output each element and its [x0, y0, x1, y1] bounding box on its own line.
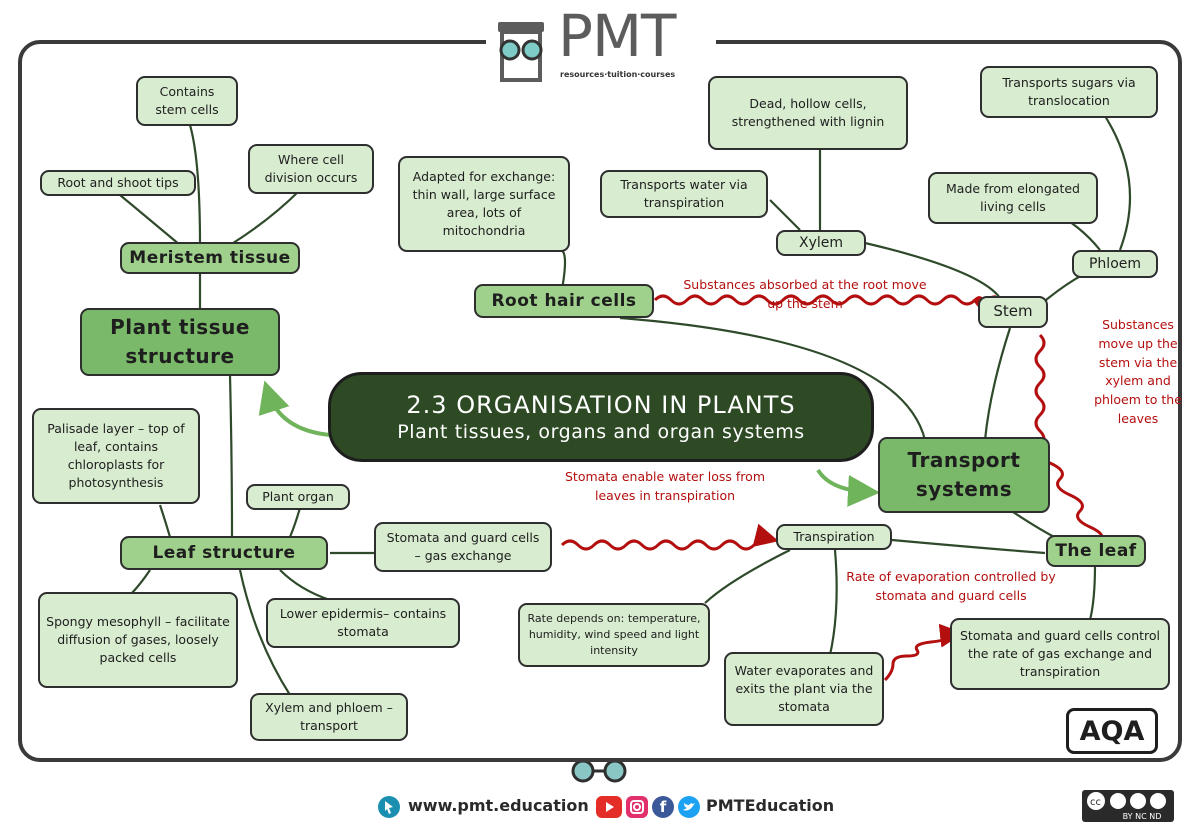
phloem-node: Phloem: [1072, 250, 1158, 278]
leaf-structure-note: Spongy mesophyll – facilitate diffusion …: [38, 592, 238, 688]
cursor-icon: [378, 796, 400, 818]
svg-text:cc: cc: [1090, 797, 1101, 808]
central-title: 2.3 ORGANISATION IN PLANTS: [406, 391, 796, 419]
exam-board-badge: AQA: [1066, 708, 1158, 754]
leaf-structure-node: Leaf structure: [120, 536, 328, 570]
facebook-icon[interactable]: f: [652, 796, 674, 818]
leaf-structure-note: Stomata and guard cells – gas exchange: [374, 522, 552, 572]
xylem-note: Dead, hollow cells, strengthened with li…: [708, 76, 908, 150]
plant-tissue-structure-node: Plant tissue structure: [80, 308, 280, 376]
website-link[interactable]: www.pmt.education: [408, 796, 589, 815]
transpiration-note: Stomata and guard cells control the rate…: [950, 618, 1170, 690]
transpiration-note: Water evaporates and exits the plant via…: [724, 652, 884, 726]
logo-background: [486, 8, 716, 88]
the-leaf-node: The leaf: [1046, 535, 1146, 567]
transpiration-note: Rate depends on: temperature, humidity, …: [518, 603, 710, 667]
meristem-note: Root and shoot tips: [40, 170, 196, 196]
phloem-note: Made from elongated living cells: [928, 172, 1098, 224]
xylem-note: Transports water via transpiration: [600, 170, 768, 218]
xylem-node: Xylem: [776, 230, 866, 256]
pmt-logo-tagline: resources·tuition·courses: [560, 70, 676, 79]
leaf-structure-note: Xylem and phloem – transport: [250, 693, 408, 741]
leaf-structure-note: Palisade layer – top of leaf, contains c…: [32, 408, 200, 504]
meristem-note: Contains stem cells: [136, 76, 238, 126]
pmt-logo-text: PMT: [558, 2, 676, 70]
central-subtitle: Plant tissues, organs and organ systems: [397, 421, 805, 443]
leaf-structure-note: Plant organ: [246, 484, 350, 510]
phloem-note: Transports sugars via translocation: [980, 66, 1158, 118]
annotation-stomata-loss: Stomata enable water loss from leaves in…: [565, 469, 765, 503]
license-label: BY NC ND: [1122, 812, 1162, 821]
stem-node: Stem: [978, 296, 1048, 328]
social-handle: PMTEducation: [706, 796, 835, 815]
meristem-note: Where cell division occurs: [248, 144, 374, 194]
root-hair-cells-node: Root hair cells: [474, 284, 654, 318]
instagram-icon[interactable]: [626, 796, 648, 818]
annotation-evaporation-rate: Rate of evaporation controlled by stomat…: [846, 569, 1056, 603]
transport-systems-node: Transport systems: [878, 437, 1050, 513]
annotation-stem-to-leaf: Substances move up the stem via the xyle…: [1094, 317, 1182, 426]
glasses-icon: [571, 759, 627, 783]
creative-commons-license-icon: cc BY NC ND: [1082, 790, 1174, 822]
twitter-icon[interactable]: [678, 796, 700, 818]
transpiration-node: Transpiration: [776, 524, 892, 550]
annotation-root-to-stem: Substances absorbed at the root move up …: [683, 277, 927, 311]
youtube-icon[interactable]: [596, 796, 622, 818]
root-hair-note: Adapted for exchange: thin wall, large s…: [398, 156, 570, 252]
central-topic: 2.3 ORGANISATION IN PLANTS Plant tissues…: [328, 372, 874, 462]
pmt-logo-icon: [498, 22, 544, 82]
leaf-structure-note: Lower epidermis– contains stomata: [266, 598, 460, 648]
meristem-tissue-node: Meristem tissue: [120, 242, 300, 274]
